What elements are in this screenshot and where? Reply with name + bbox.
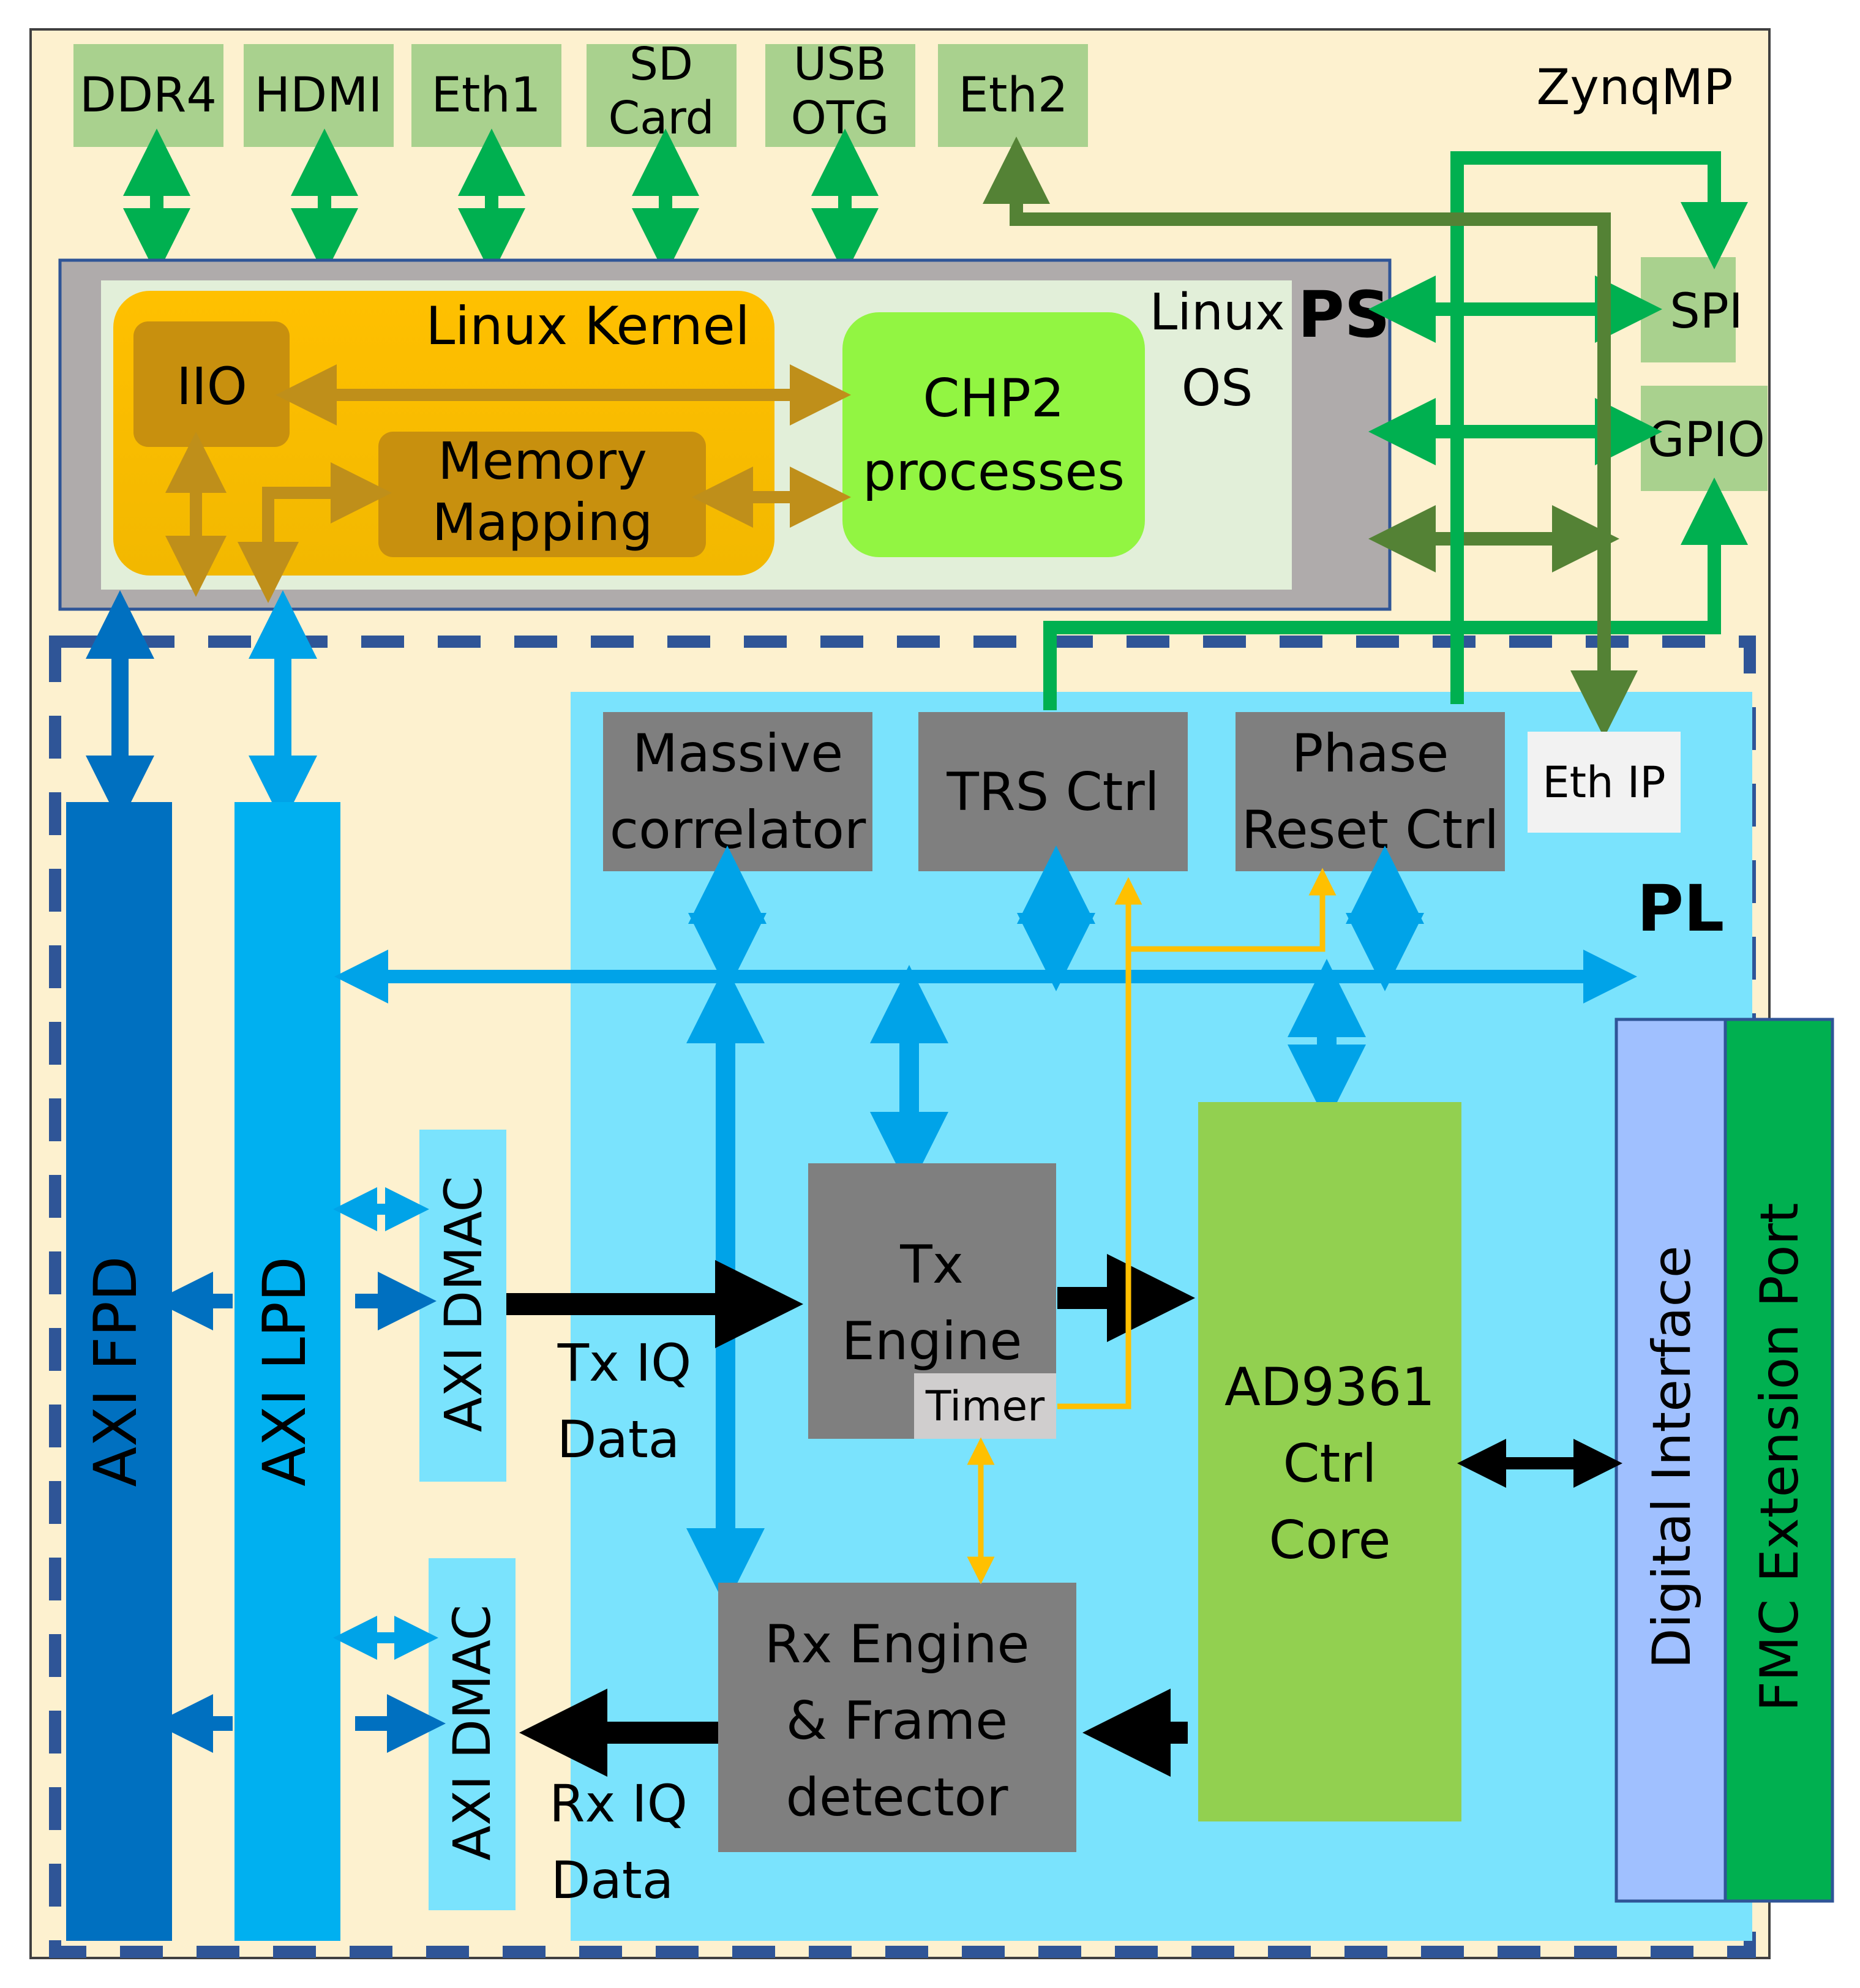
tx-iq-line2: Data	[557, 1409, 680, 1469]
axi-lpd-label: AXI LPD	[250, 1256, 319, 1487]
phase-reset-ctrl-block: Phase Reset Ctrl	[1236, 712, 1505, 871]
massive-correlator-line2: correlator	[610, 800, 866, 861]
peripheral-eth2-label: Eth2	[959, 68, 1068, 123]
massive-correlator-line1: Massive	[632, 723, 843, 784]
axi-dmac-tx-block: AXI DMAC	[419, 1130, 506, 1482]
linux-kernel-label: Linux Kernel	[426, 296, 749, 357]
rx-engine-line3: detector	[786, 1767, 1008, 1828]
ad9361-line3: Core	[1269, 1510, 1390, 1571]
rx-engine-block: Rx Engine & Frame detector	[718, 1583, 1076, 1852]
memory-mapping-line2: Mapping	[432, 492, 653, 552]
peripheral-hdmi: HDMI	[244, 44, 394, 147]
chp2-processes-box	[842, 312, 1145, 557]
peripheral-arrows	[123, 129, 879, 276]
peripheral-eth1-label: Eth1	[432, 68, 541, 123]
timer-label: Timer	[925, 1382, 1044, 1431]
peripheral-usb-otg-line1: USB	[793, 38, 887, 91]
ps-axi-arrows	[86, 590, 317, 824]
axi-dmac-tx-label: AXI DMAC	[433, 1176, 493, 1432]
peripheral-eth2: Eth2	[938, 44, 1088, 147]
axi-fpd-bar: AXI FPD	[66, 802, 172, 1941]
trs-ctrl-block: TRS Ctrl	[918, 712, 1188, 871]
tx-engine-line2: Engine	[842, 1311, 1022, 1372]
peripheral-usb-otg-line2: OTG	[791, 92, 890, 144]
rx-iq-line1: Rx IQ	[549, 1774, 688, 1834]
tx-engine-line1: Tx	[899, 1234, 963, 1296]
eth-ip-block: Eth IP	[1528, 732, 1681, 833]
chp2-line1: CHP2	[923, 368, 1064, 429]
rx-iq-line2: Data	[551, 1850, 674, 1910]
peripheral-sd-card-line1: SD	[629, 38, 693, 91]
pl-boundary	[49, 636, 1756, 1958]
peripheral-gpio: GPIO	[1641, 386, 1768, 491]
digital-interface-block: Digital Interface	[1614, 1018, 1727, 1903]
chp2-line2: processes	[863, 441, 1125, 503]
zynqmp-label: ZynqMP	[1537, 59, 1733, 116]
kernel-arrows	[165, 364, 851, 603]
ps-right-connections	[983, 137, 1748, 738]
ad9361-line1: AD9361	[1224, 1357, 1435, 1418]
pl-label: PL	[1637, 871, 1725, 946]
peripheral-hdmi-label: HDMI	[254, 68, 382, 123]
timer-block: Timer	[914, 1373, 1056, 1439]
massive-correlator-block: Massive correlator	[603, 712, 872, 871]
linux-os-line1: Linux	[1150, 283, 1285, 342]
peripheral-gpio-label: GPIO	[1648, 413, 1765, 468]
peripheral-eth1: Eth1	[411, 44, 561, 147]
peripheral-ddr4-label: DDR4	[80, 68, 217, 123]
rx-engine-line2: & Frame	[786, 1690, 1008, 1752]
data-path-arrows	[506, 1254, 1622, 1777]
ad9361-line2: Ctrl	[1283, 1433, 1376, 1495]
memory-mapping-line1: Memory	[438, 431, 647, 491]
iio-box	[133, 321, 290, 447]
axi-lpd-bar: AXI LPD	[234, 802, 340, 1941]
phase-reset-line2: Reset Ctrl	[1242, 800, 1499, 861]
fmc-extension-port-label: FMC Extension Port	[1749, 1202, 1810, 1711]
axi-dmac-rx-block: AXI DMAC	[429, 1558, 516, 1910]
fmc-extension-port-block: FMC Extension Port	[1723, 1018, 1834, 1903]
tx-iq-line1: Tx IQ	[557, 1333, 692, 1393]
axi-dmac-rx-label: AXI DMAC	[442, 1605, 502, 1861]
peripheral-spi: SPI	[1641, 257, 1743, 362]
peripheral-sd-card-line2: Card	[608, 92, 714, 144]
eth-ip-label: Eth IP	[1542, 757, 1665, 808]
peripheral-usb-otg: USB OTG	[765, 38, 915, 147]
rx-engine-line1: Rx Engine	[765, 1614, 1030, 1675]
ad9361-ctrl-core-block: AD9361 Ctrl Core	[1198, 1102, 1461, 1821]
peripheral-spi-label: SPI	[1670, 284, 1743, 339]
axi-dmac-arrows	[154, 1187, 446, 1753]
peripheral-sd-card: SD Card	[587, 38, 737, 147]
timer-signal-lines	[967, 868, 1337, 1585]
linux-os-line2: OS	[1182, 359, 1253, 418]
iio-label: IIO	[176, 356, 247, 416]
trs-ctrl-label: TRS Ctrl	[946, 762, 1159, 823]
phase-reset-line1: Phase	[1292, 723, 1449, 784]
ps-label: PS	[1297, 277, 1390, 352]
memory-mapping-box	[378, 432, 706, 557]
peripheral-ddr4: DDR4	[73, 44, 223, 147]
axi-fpd-label: AXI FPD	[81, 1256, 150, 1487]
digital-interface-label: Digital Interface	[1641, 1245, 1703, 1668]
